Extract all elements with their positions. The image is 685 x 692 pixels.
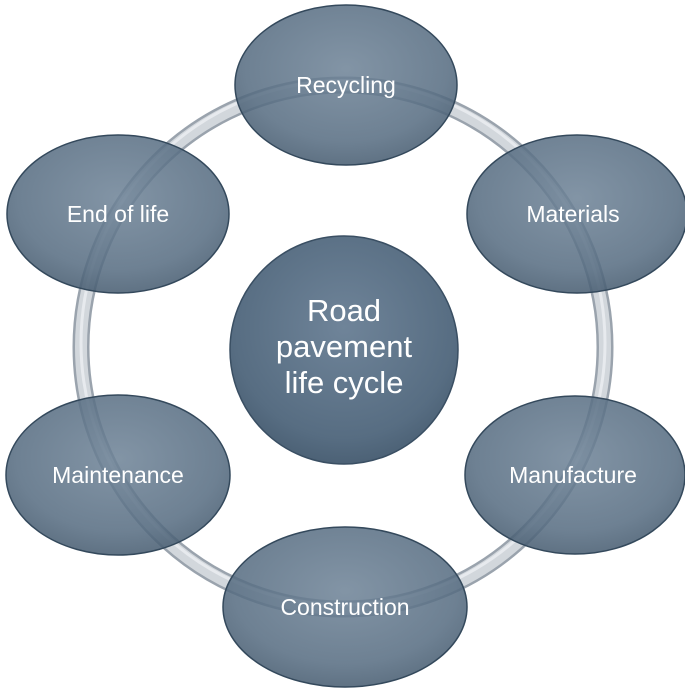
stage-label-materials: Materials xyxy=(526,201,619,227)
stage-label-end-of-life: End of life xyxy=(67,201,169,227)
stage-node-maintenance: Maintenance xyxy=(5,394,231,556)
stage-node-construction: Construction xyxy=(222,526,468,688)
stage-node-end-of-life: End of life xyxy=(6,134,230,294)
center-label-line-3: life cycle xyxy=(285,365,404,400)
stage-label-recycling: Recycling xyxy=(296,72,396,98)
center-label-line-1: Road xyxy=(307,293,381,328)
stage-label-construction: Construction xyxy=(280,594,409,620)
center-label-line-2: pavement xyxy=(276,329,413,364)
stage-label-manufacture: Manufacture xyxy=(509,462,637,488)
stage-node-materials: Materials xyxy=(466,134,685,294)
stage-node-manufacture: Manufacture xyxy=(464,395,685,555)
center-node: Road pavement life cycle xyxy=(229,235,459,465)
stage-label-maintenance: Maintenance xyxy=(52,462,184,488)
stage-node-recycling: Recycling xyxy=(234,4,458,166)
